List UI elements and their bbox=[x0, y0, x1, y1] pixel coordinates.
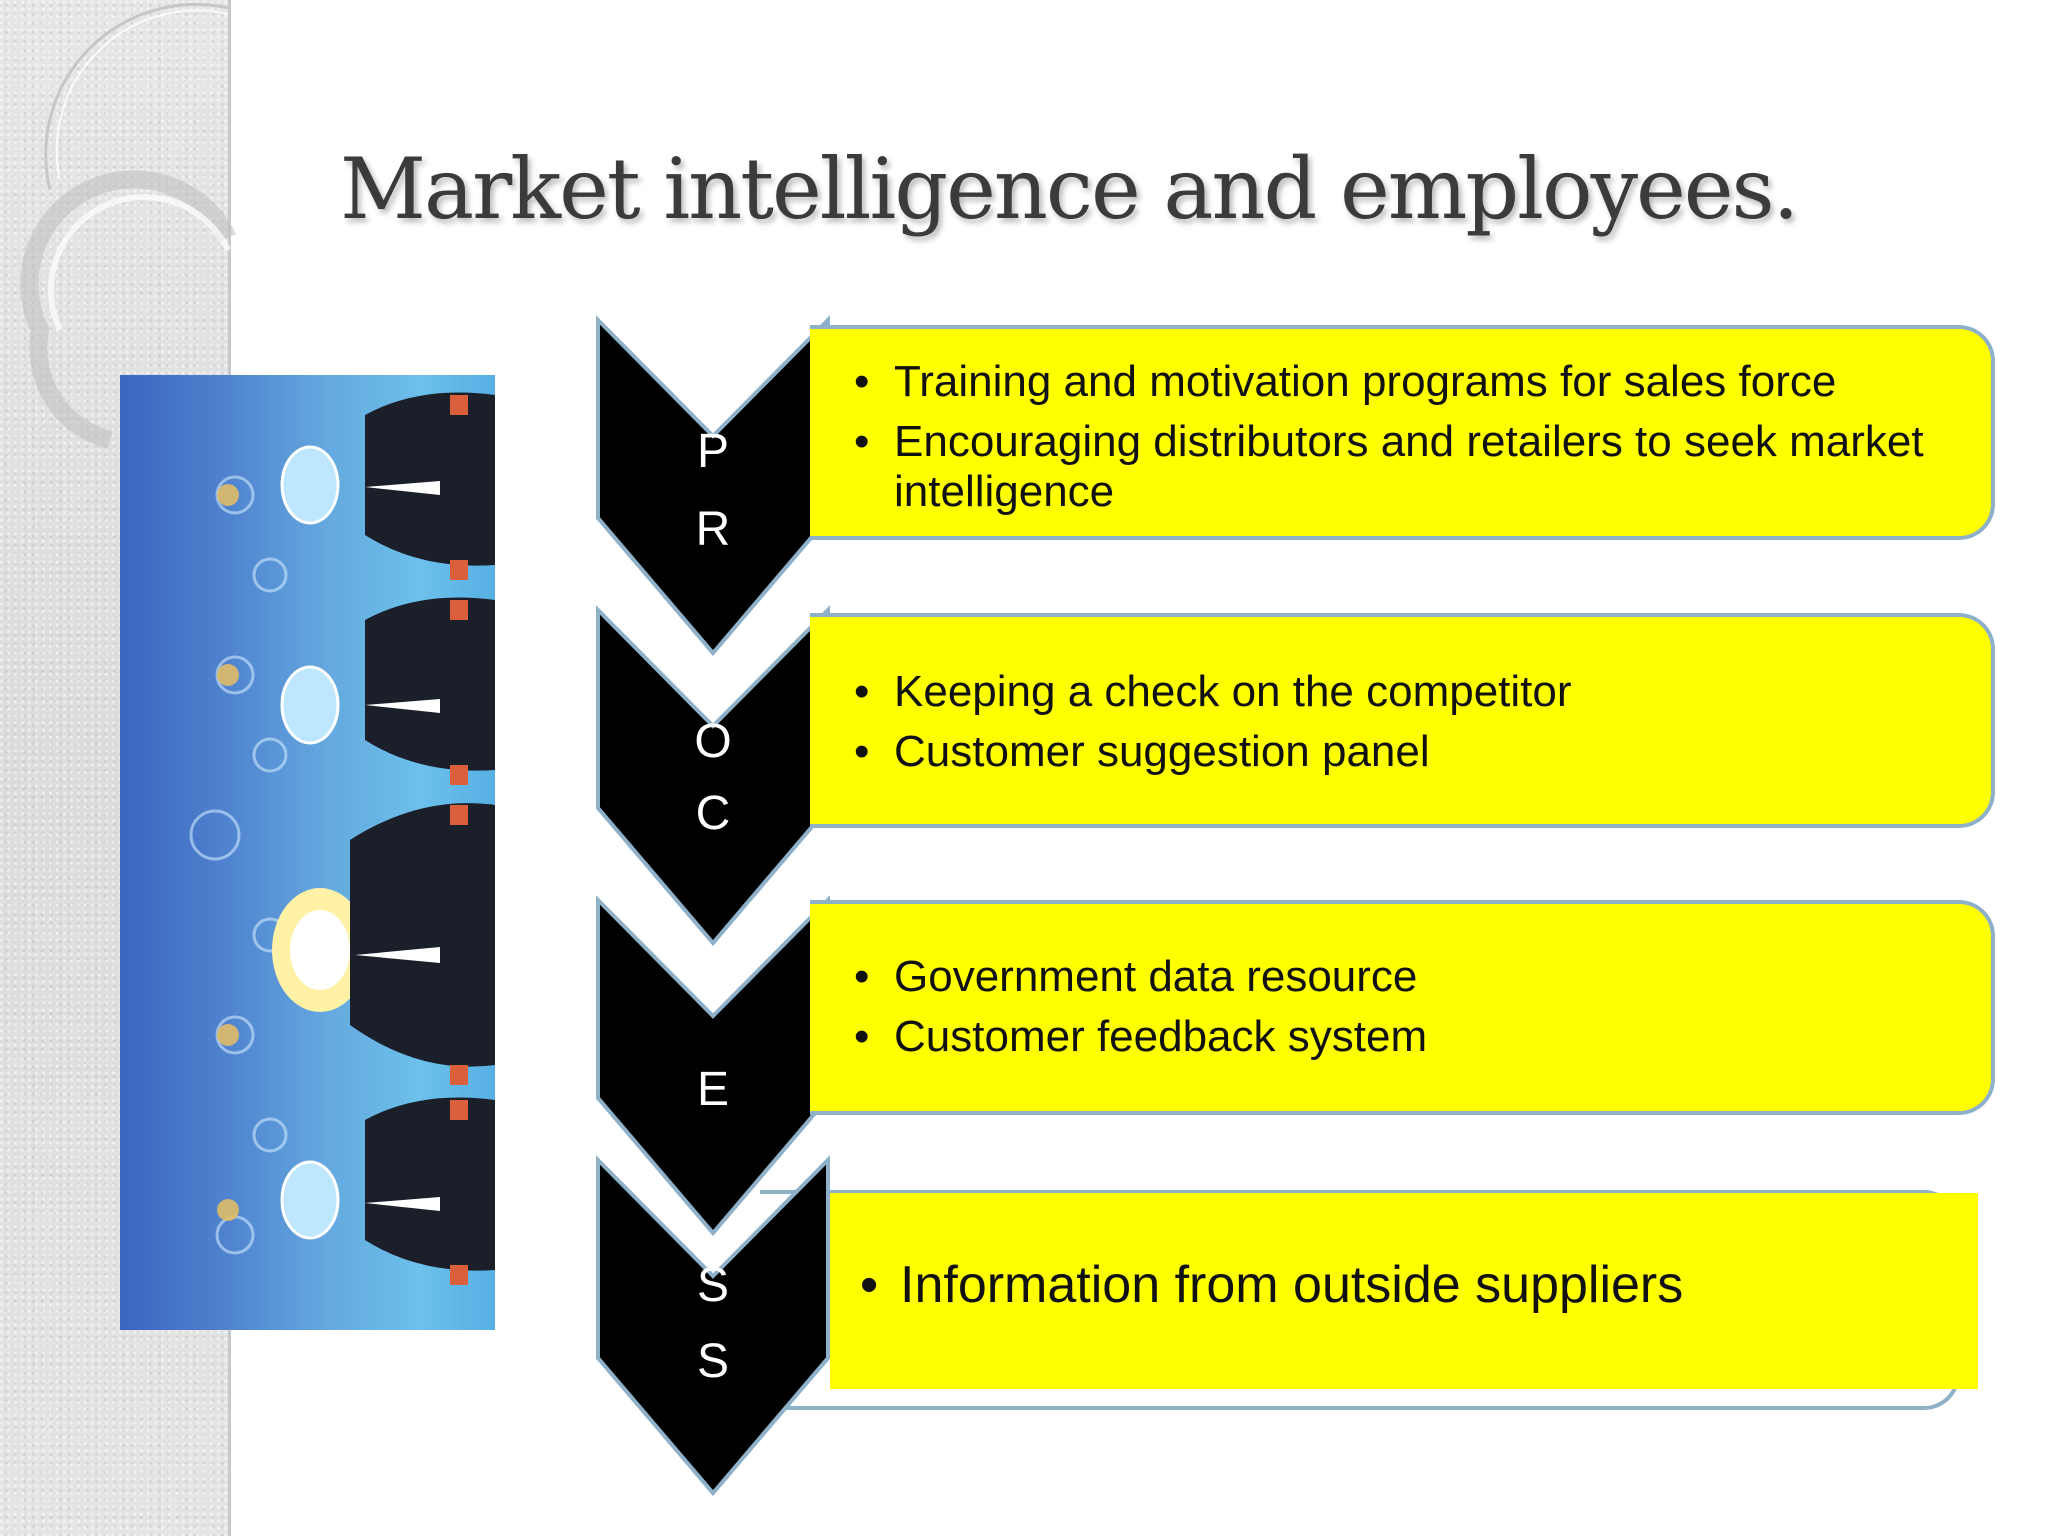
bullet-item: • Training and motivation programs for sa… bbox=[854, 357, 1971, 407]
arrow-letter: R bbox=[695, 503, 731, 556]
bullet-item: • Keeping a check on the competitor bbox=[854, 667, 1971, 717]
bullet-text: Customer suggestion panel bbox=[894, 727, 1430, 776]
chevron-arrow-p-r: P R bbox=[596, 315, 830, 658]
info-box-p-r: • Training and motivation programs for sa… bbox=[810, 325, 1995, 540]
bullet-text: Encouraging distributors and retailers t… bbox=[894, 417, 1924, 516]
bullet-item: • Customer feedback system bbox=[854, 1012, 1971, 1062]
arrow-letter: S bbox=[696, 1335, 729, 1388]
chevron-arrow-s-s: S S bbox=[596, 1155, 830, 1498]
bullet-item: • Government data resource bbox=[854, 952, 1971, 1002]
info-box-s-s: • Information from outside suppliers bbox=[830, 1193, 1978, 1389]
info-box-e: • Government data resource • Customer feed… bbox=[810, 900, 1995, 1115]
bullet-item: • Encouraging distributors and retailers … bbox=[854, 417, 1971, 517]
bullet-icon: • bbox=[854, 727, 870, 776]
bulb-heads-illustration bbox=[120, 375, 495, 1330]
bullet-text: Customer feedback system bbox=[894, 1012, 1428, 1061]
slide-title: Market intelligence and employees. bbox=[340, 140, 1799, 238]
arrow-letter: O bbox=[694, 715, 732, 768]
bullet-icon: • bbox=[854, 667, 870, 716]
bullet-list: • Government data resource • Customer feed… bbox=[854, 952, 1971, 1072]
bullet-icon: • bbox=[854, 357, 870, 406]
bullet-item: • Information from outside suppliers bbox=[860, 1255, 1958, 1315]
bullet-icon: • bbox=[854, 417, 870, 466]
bullet-icon: • bbox=[854, 1012, 870, 1061]
bullet-icon: • bbox=[854, 952, 870, 1001]
bullet-list: • Keeping a check on the competitor • Cust… bbox=[854, 667, 1971, 787]
bullet-text: Keeping a check on the competitor bbox=[894, 667, 1572, 716]
bullet-text: Information from outside suppliers bbox=[900, 1256, 1684, 1314]
bullet-icon: • bbox=[860, 1256, 879, 1314]
bullet-list: • Training and motivation programs for sa… bbox=[854, 357, 1971, 527]
arrow-letter: P bbox=[696, 425, 729, 478]
arrow-letter: C bbox=[695, 787, 731, 840]
arrow-letter: E bbox=[696, 1063, 729, 1116]
bullet-text: Government data resource bbox=[894, 952, 1418, 1001]
bullet-item: • Customer suggestion panel bbox=[854, 727, 1971, 777]
info-box-o-c: • Keeping a check on the competitor • Cust… bbox=[810, 613, 1995, 828]
bullet-text: Training and motivation programs for sal… bbox=[894, 357, 1837, 406]
bullet-list: • Information from outside suppliers bbox=[860, 1255, 1958, 1325]
decorative-rings bbox=[20, 3, 237, 449]
arrow-letter: S bbox=[696, 1259, 729, 1312]
chevron-arrow-o-c: O C bbox=[596, 605, 830, 948]
